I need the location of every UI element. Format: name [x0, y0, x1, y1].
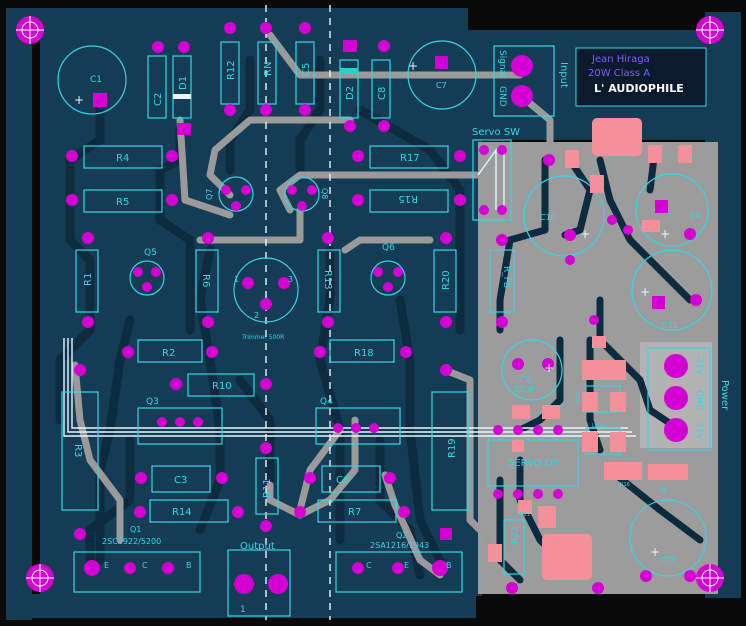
label-r8: R8: [660, 488, 667, 494]
bus-lines: [63, 5, 636, 620]
label-c5: C5: [301, 63, 312, 76]
svg-text:+: +: [660, 227, 670, 241]
label-servo-sw: Servo SW: [472, 127, 520, 138]
label-output: Output: [240, 541, 275, 552]
label-q8: Q8: [320, 188, 329, 199]
smd-pads: [488, 118, 692, 580]
label-r16: R16: [620, 482, 630, 488]
brand-frame: [575, 47, 707, 107]
label-power: Power: [719, 380, 730, 411]
label-q1-e: E: [104, 561, 109, 570]
label-rn: RN: [263, 62, 274, 76]
label-c8: C8: [377, 87, 388, 100]
label-r20: R20: [441, 270, 452, 290]
label-c4: C4: [690, 211, 701, 220]
label-c7: C7: [436, 81, 447, 90]
tht-pads: [66, 22, 702, 594]
label-trimmer: Trimmer 500R: [241, 334, 284, 341]
label-d1: D1: [178, 76, 189, 90]
label-r12: R12: [226, 60, 237, 80]
label-r4: R4: [116, 153, 129, 164]
label-r21: R21: [520, 512, 530, 518]
label-c2: C2: [153, 93, 164, 106]
label-c11: C11: [662, 321, 678, 330]
label-r-fb: R_FB: [501, 266, 511, 288]
label-pin3: 3: [288, 275, 293, 284]
brand-class: 20W Class A: [588, 68, 650, 79]
label-output-pin: 1: [240, 605, 246, 615]
label-input: Input: [558, 62, 569, 88]
label-q4: Q4: [320, 397, 333, 407]
brand-block: Jean Hiraga 20W Class A L' AUDIOPHILE: [575, 47, 707, 107]
label-r19: R19: [447, 438, 458, 458]
label-c10: C10: [540, 213, 556, 222]
label-q6: Q6: [382, 243, 395, 253]
component-labels: C1 C2 D1 R12 RN C5 D2 C8 C7 R4 R5 R17 R1…: [72, 50, 730, 615]
label-r2: R2: [162, 348, 175, 359]
label-q7: Q7: [205, 189, 214, 200]
brand-author: Jean Hiraga: [591, 54, 650, 65]
label-c9-value: 10µF: [514, 385, 534, 394]
label-q3: Q3: [146, 397, 159, 407]
copper-pour: [6, 8, 741, 620]
mounting-hole-icon: [26, 564, 54, 592]
label-q2-b: B: [446, 561, 452, 570]
label-q2: Q2: [396, 531, 407, 540]
label-c15: C15: [660, 555, 676, 564]
label-r15: R15: [398, 193, 418, 204]
label-r14: R14: [172, 507, 192, 518]
svg-text:+: +: [640, 285, 650, 299]
label-r22: R22: [511, 526, 521, 544]
svg-text:+: +: [650, 545, 660, 559]
label-r11: R11: [262, 478, 273, 498]
svg-text:+: +: [544, 361, 554, 375]
label-c3: C3: [174, 475, 187, 486]
signal-traces: [71, 31, 554, 579]
svg-text:+: +: [580, 227, 590, 241]
silkscreen: [57, 40, 713, 617]
label-q5: Q5: [144, 248, 157, 258]
label-q2-c: C: [366, 561, 372, 570]
svg-text:+: +: [74, 93, 84, 107]
label-c1: C1: [90, 75, 102, 85]
label-r10: R10: [212, 381, 232, 392]
label-pin1: 1: [234, 275, 239, 284]
d2-cathode-band: [340, 68, 358, 74]
label-servo-op: SERVO OP: [508, 458, 559, 469]
label-q1: Q1: [130, 525, 141, 534]
label-r18: R18: [354, 348, 374, 359]
label-q2-e: E: [404, 561, 409, 570]
label-r13: R13: [322, 270, 333, 290]
label-led2: LED2: [592, 423, 605, 429]
label-r5: R5: [116, 197, 129, 208]
polarity-markers: + + + + + + +: [74, 59, 670, 559]
label-c9: C9: [520, 375, 531, 384]
mounting-hole-icon: [696, 16, 724, 44]
label-led1: LED1: [576, 391, 582, 404]
svg-text:+: +: [408, 59, 418, 73]
label-r17: R17: [400, 153, 420, 164]
label-q1-b: B: [186, 561, 192, 570]
label-power-gnd: GND: [694, 390, 704, 411]
label-q1-c: C: [142, 561, 148, 570]
label-r7: R7: [348, 507, 361, 518]
label-r3: R3: [72, 444, 83, 457]
label-d2: D2: [345, 86, 356, 100]
label-q1-part: 2SC2922/5200: [102, 537, 161, 546]
d1-cathode-band: [173, 94, 191, 99]
mounting-hole-icon: [16, 16, 44, 44]
label-input-signal: Signal: [497, 50, 507, 78]
label-input-gnd: GND: [497, 86, 507, 107]
label-power-neg: -21V: [694, 354, 704, 376]
label-r6: R6: [200, 274, 211, 287]
mounting-hole-icons: [16, 16, 724, 592]
label-q2-part: 2SA1216/1943: [370, 541, 429, 550]
label-pin2: 2: [254, 311, 259, 320]
label-power-pos: 21V: [694, 422, 704, 440]
brand-logo: L' AUDIOPHILE: [594, 82, 684, 95]
label-c6: C6: [336, 475, 349, 486]
label-r1: R1: [83, 273, 94, 286]
mounting-hole-icon: [696, 564, 724, 592]
